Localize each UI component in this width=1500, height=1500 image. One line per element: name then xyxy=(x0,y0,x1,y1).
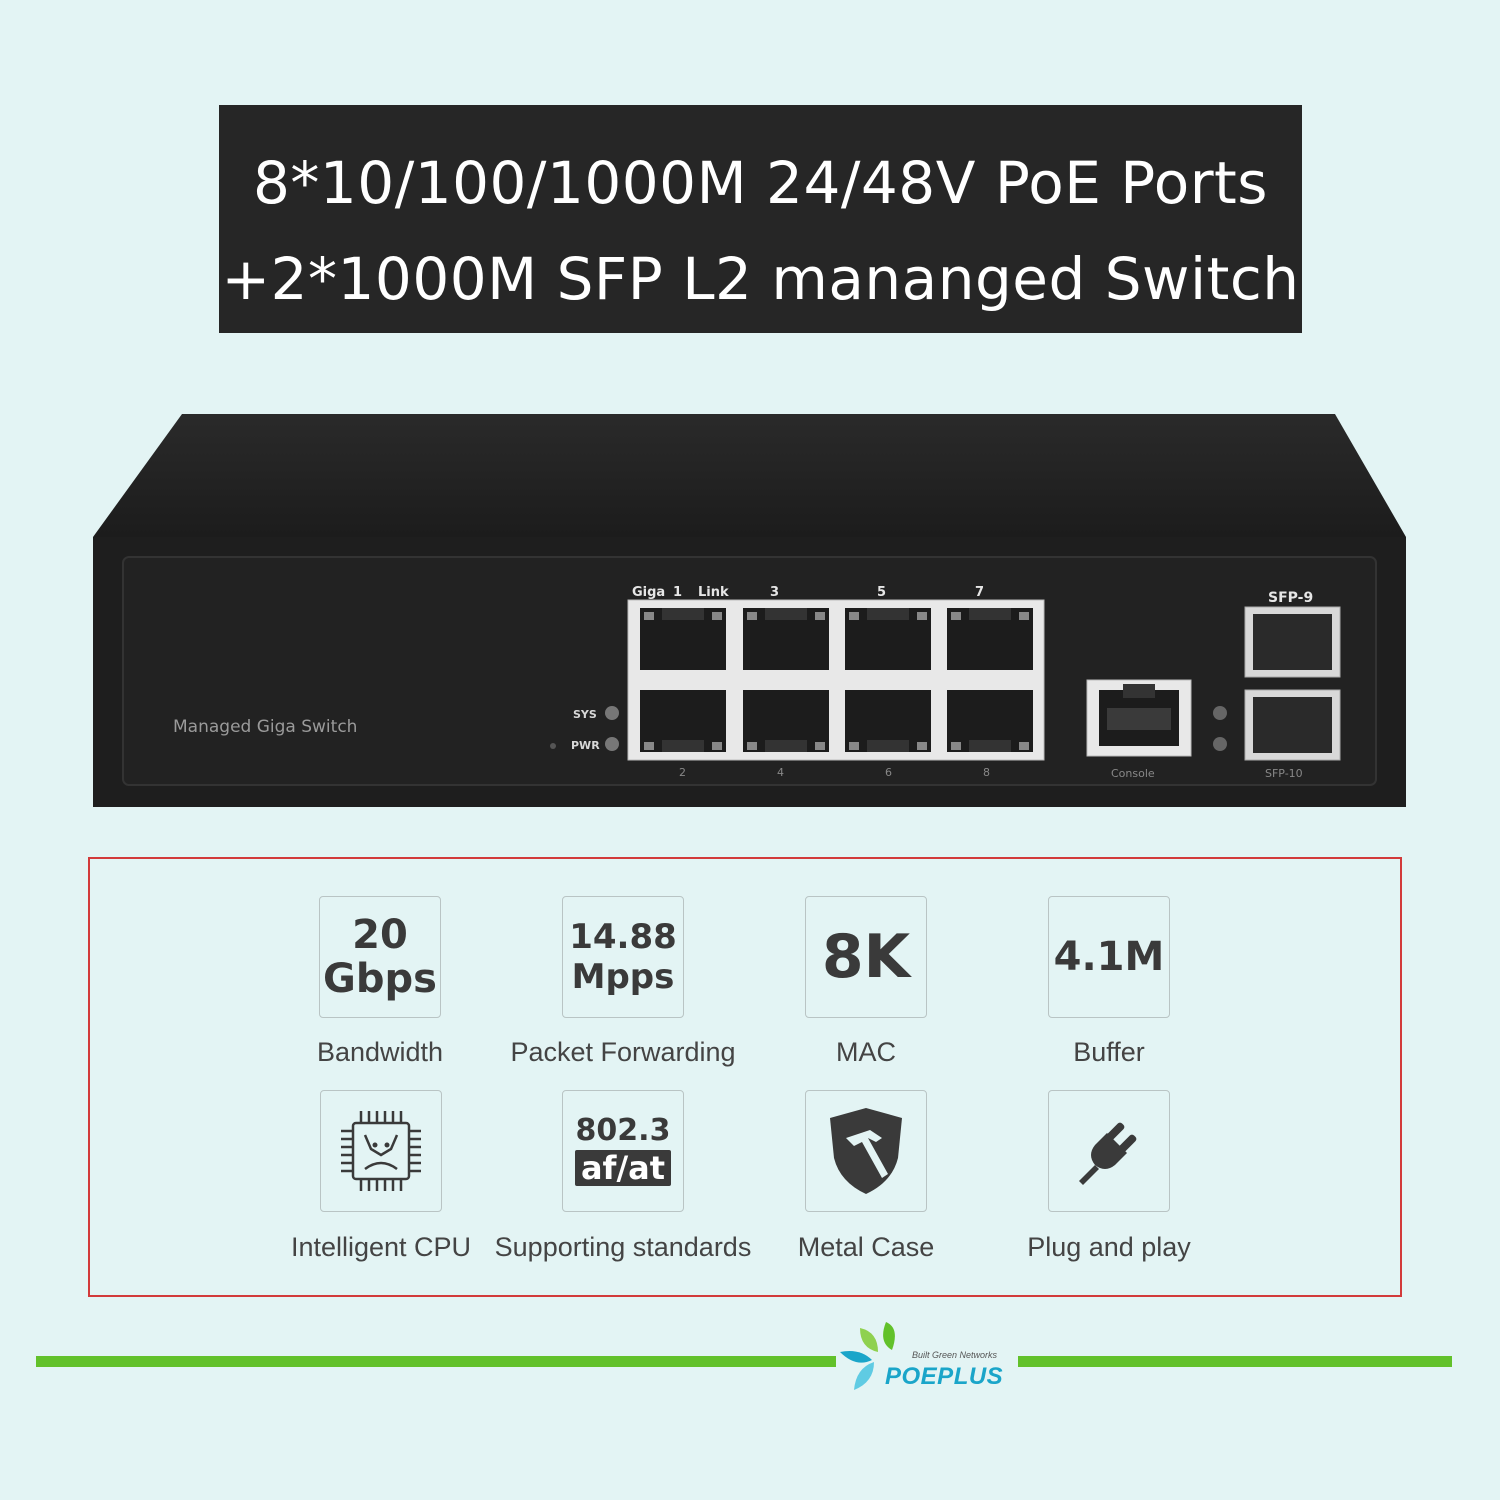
title-banner: 8*10/100/1000M 24/48V PoE Ports +2*1000M… xyxy=(219,105,1302,333)
buffer-value: 4.1M xyxy=(1053,934,1165,980)
bandwidth-tile: 20 Gbps xyxy=(319,896,441,1018)
brand-leaf-icon xyxy=(840,1322,895,1390)
port-number-6: 6 xyxy=(885,766,892,779)
power-plug-icon xyxy=(1079,1122,1137,1185)
rj45-port-2 xyxy=(640,690,726,752)
mac-value: 8K xyxy=(821,922,911,992)
mac-caption: MAC xyxy=(836,1037,896,1067)
mac-tile: 8K xyxy=(805,896,927,1018)
footer-line-right xyxy=(1018,1356,1452,1367)
standards-tile: 802.3 af/at xyxy=(562,1090,684,1212)
rj45-port-6 xyxy=(845,690,931,752)
footer-line-left xyxy=(36,1356,836,1367)
rj45-port-block xyxy=(627,599,1045,761)
plug-caption: Plug and play xyxy=(1027,1232,1191,1262)
reset-hole xyxy=(550,743,556,749)
title-line-1: 8*10/100/1000M 24/48V PoE Ports xyxy=(252,149,1268,217)
rj45-port-7 xyxy=(947,608,1033,670)
buffer-caption: Buffer xyxy=(1073,1037,1145,1067)
forwarding-value-line2: Mpps xyxy=(571,957,675,997)
title-line-2: +2*1000M SFP L2 mananged Switch xyxy=(221,245,1300,313)
led-sys xyxy=(605,706,619,720)
switch-top-surface xyxy=(93,414,1406,537)
sfp-port-10 xyxy=(1244,689,1341,761)
console-label: Console xyxy=(1111,767,1155,780)
port-number-4: 4 xyxy=(777,766,784,779)
port-number-7: 7 xyxy=(975,585,984,600)
sfp-led-1 xyxy=(1213,706,1227,720)
sfp-9-label: SFP-9 xyxy=(1268,590,1313,606)
standards-value-line1: 802.3 xyxy=(575,1113,671,1148)
forwarding-caption: Packet Forwarding xyxy=(510,1037,736,1067)
port-number-3: 3 xyxy=(770,585,779,600)
brand-name: POEPLUS xyxy=(885,1363,1004,1390)
port-number-1: 1 xyxy=(673,585,682,600)
rj45-port-8 xyxy=(947,690,1033,752)
port-number-2: 2 xyxy=(679,766,686,779)
port-header-giga: Giga xyxy=(632,585,665,600)
port-number-5: 5 xyxy=(877,585,886,600)
cpu-tile xyxy=(320,1090,442,1212)
rj45-port-3 xyxy=(743,608,829,670)
standards-caption: Supporting standards xyxy=(494,1232,752,1262)
rj45-port-1 xyxy=(640,608,726,670)
cpu-caption: Intelligent CPU xyxy=(290,1232,472,1262)
led-sys-label: SYS xyxy=(573,708,597,721)
standards-value-line2: af/at xyxy=(574,1150,672,1186)
model-label: Managed Giga Switch xyxy=(173,717,357,737)
brand-tagline: Built Green Networks xyxy=(912,1350,998,1360)
forwarding-value-line1: 14.88 xyxy=(569,917,677,957)
sfp-led-2 xyxy=(1213,737,1227,751)
sfp-port-9 xyxy=(1244,606,1341,678)
bandwidth-value-line2: Gbps xyxy=(323,956,437,1002)
cpu-chip-icon xyxy=(341,1111,421,1191)
sfp-10-label: SFP-10 xyxy=(1265,767,1303,780)
plug-tile xyxy=(1048,1090,1170,1212)
forwarding-tile: 14.88 Mpps xyxy=(562,896,684,1018)
port-number-8: 8 xyxy=(983,766,990,779)
port-header-link: Link xyxy=(698,585,729,600)
switch-front-panel xyxy=(122,556,1377,786)
shield-hammer-icon xyxy=(830,1108,902,1194)
led-pwr-label: PWR xyxy=(571,739,600,752)
console-port xyxy=(1086,679,1192,757)
buffer-tile: 4.1M xyxy=(1048,896,1170,1018)
metal-case-caption: Metal Case xyxy=(797,1232,935,1262)
rj45-port-4 xyxy=(743,690,829,752)
metal-case-tile xyxy=(805,1090,927,1212)
features-frame xyxy=(88,857,1402,1297)
bandwidth-value-line1: 20 xyxy=(352,912,408,958)
led-pwr xyxy=(605,737,619,751)
rj45-port-5 xyxy=(845,608,931,670)
bandwidth-caption: Bandwidth xyxy=(316,1037,444,1067)
switch-front xyxy=(93,537,1406,807)
